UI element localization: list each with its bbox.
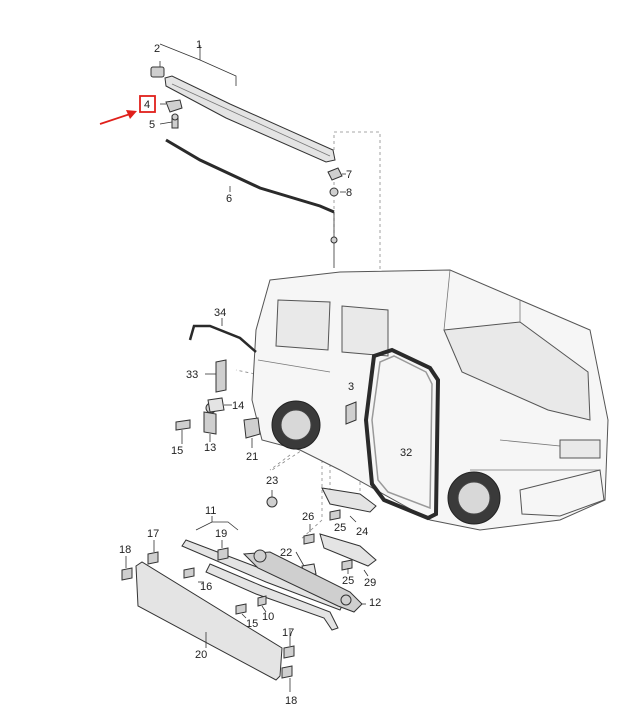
part-3-clip <box>345 401 357 425</box>
left-side-parts <box>175 318 261 448</box>
part-15b-screw <box>235 603 247 615</box>
part-8-nut <box>329 187 339 197</box>
highlight-arrow <box>99 113 131 125</box>
highlight-box <box>139 95 156 113</box>
part-13-bracket <box>203 411 217 435</box>
part-15-screw <box>175 419 191 431</box>
callout-17-a: 17 <box>147 528 159 540</box>
van-illustration <box>251 269 609 531</box>
callout-6: 6 <box>226 193 232 205</box>
part-2-cap <box>150 66 165 78</box>
callout-13: 13 <box>204 442 216 454</box>
callout-labels: 1 2 4 5 6 7 8 34 33 3 14 13 15 21 32 23 … <box>119 39 412 707</box>
part-11b-lower-track <box>205 563 339 631</box>
callout-32: 32 <box>400 447 412 459</box>
part-29-runner <box>319 533 377 567</box>
callout-15-a: 15 <box>171 445 183 457</box>
callout-19: 19 <box>215 528 227 540</box>
callout-24: 24 <box>356 526 368 538</box>
callout-23: 23 <box>266 475 278 487</box>
callout-1: 1 <box>196 39 202 51</box>
part-19-clip <box>217 547 229 561</box>
callout-14: 14 <box>232 400 244 412</box>
callout-25-a: 25 <box>334 522 346 534</box>
callout-8: 8 <box>346 187 352 199</box>
part-34-cable <box>188 324 257 353</box>
part-24-carrier <box>321 487 377 513</box>
callout-26: 26 <box>302 511 314 523</box>
part-18-screw <box>121 567 133 581</box>
part-25-screw <box>329 509 341 521</box>
part-20-cover-panel <box>135 561 283 681</box>
callout-34: 34 <box>214 307 226 319</box>
callout-11: 11 <box>205 505 216 517</box>
part-12-roller-arm <box>242 551 363 613</box>
part-32-door-seal <box>363 347 441 521</box>
part-21-guide <box>243 417 261 439</box>
part-26-screw <box>303 533 315 545</box>
callout-33: 33 <box>186 369 198 381</box>
callout-18-a: 18 <box>119 544 131 556</box>
part-17b-clip <box>283 645 295 659</box>
callout-2: 2 <box>154 43 160 55</box>
highlight-marker <box>99 95 156 125</box>
callout-20: 20 <box>195 649 207 661</box>
callout-4: 4 <box>144 99 150 111</box>
callout-7: 7 <box>346 169 352 181</box>
part-6-seal-strip <box>165 138 335 214</box>
callout-15-b: 15 <box>246 618 258 630</box>
part-33-hinge <box>215 359 227 393</box>
callout-16: 16 <box>200 581 212 593</box>
part-18b-screw <box>281 665 293 679</box>
callout-17-b: 17 <box>282 627 294 639</box>
part-1-rail <box>164 75 336 163</box>
part-7-bracket <box>327 167 343 181</box>
roof-rail-group <box>150 43 346 268</box>
part-4-clip <box>165 99 183 113</box>
part-23-stop <box>266 496 278 508</box>
callout-25-b: 25 <box>342 575 354 587</box>
callout-18-b: 18 <box>285 695 297 707</box>
lower-rail-parts <box>121 487 377 692</box>
part-25b-screw <box>341 559 353 571</box>
part-16-screw <box>183 567 195 579</box>
callout-12: 12 <box>369 597 381 609</box>
callout-3: 3 <box>348 381 354 393</box>
callout-22: 22 <box>280 547 292 559</box>
part-17-clip <box>147 551 159 565</box>
part-14-bushing <box>207 397 225 413</box>
callout-5: 5 <box>149 119 155 131</box>
part-10-nut <box>257 595 267 607</box>
callout-21: 21 <box>246 451 258 463</box>
callout-10: 10 <box>262 611 274 623</box>
callout-29: 29 <box>364 577 376 589</box>
